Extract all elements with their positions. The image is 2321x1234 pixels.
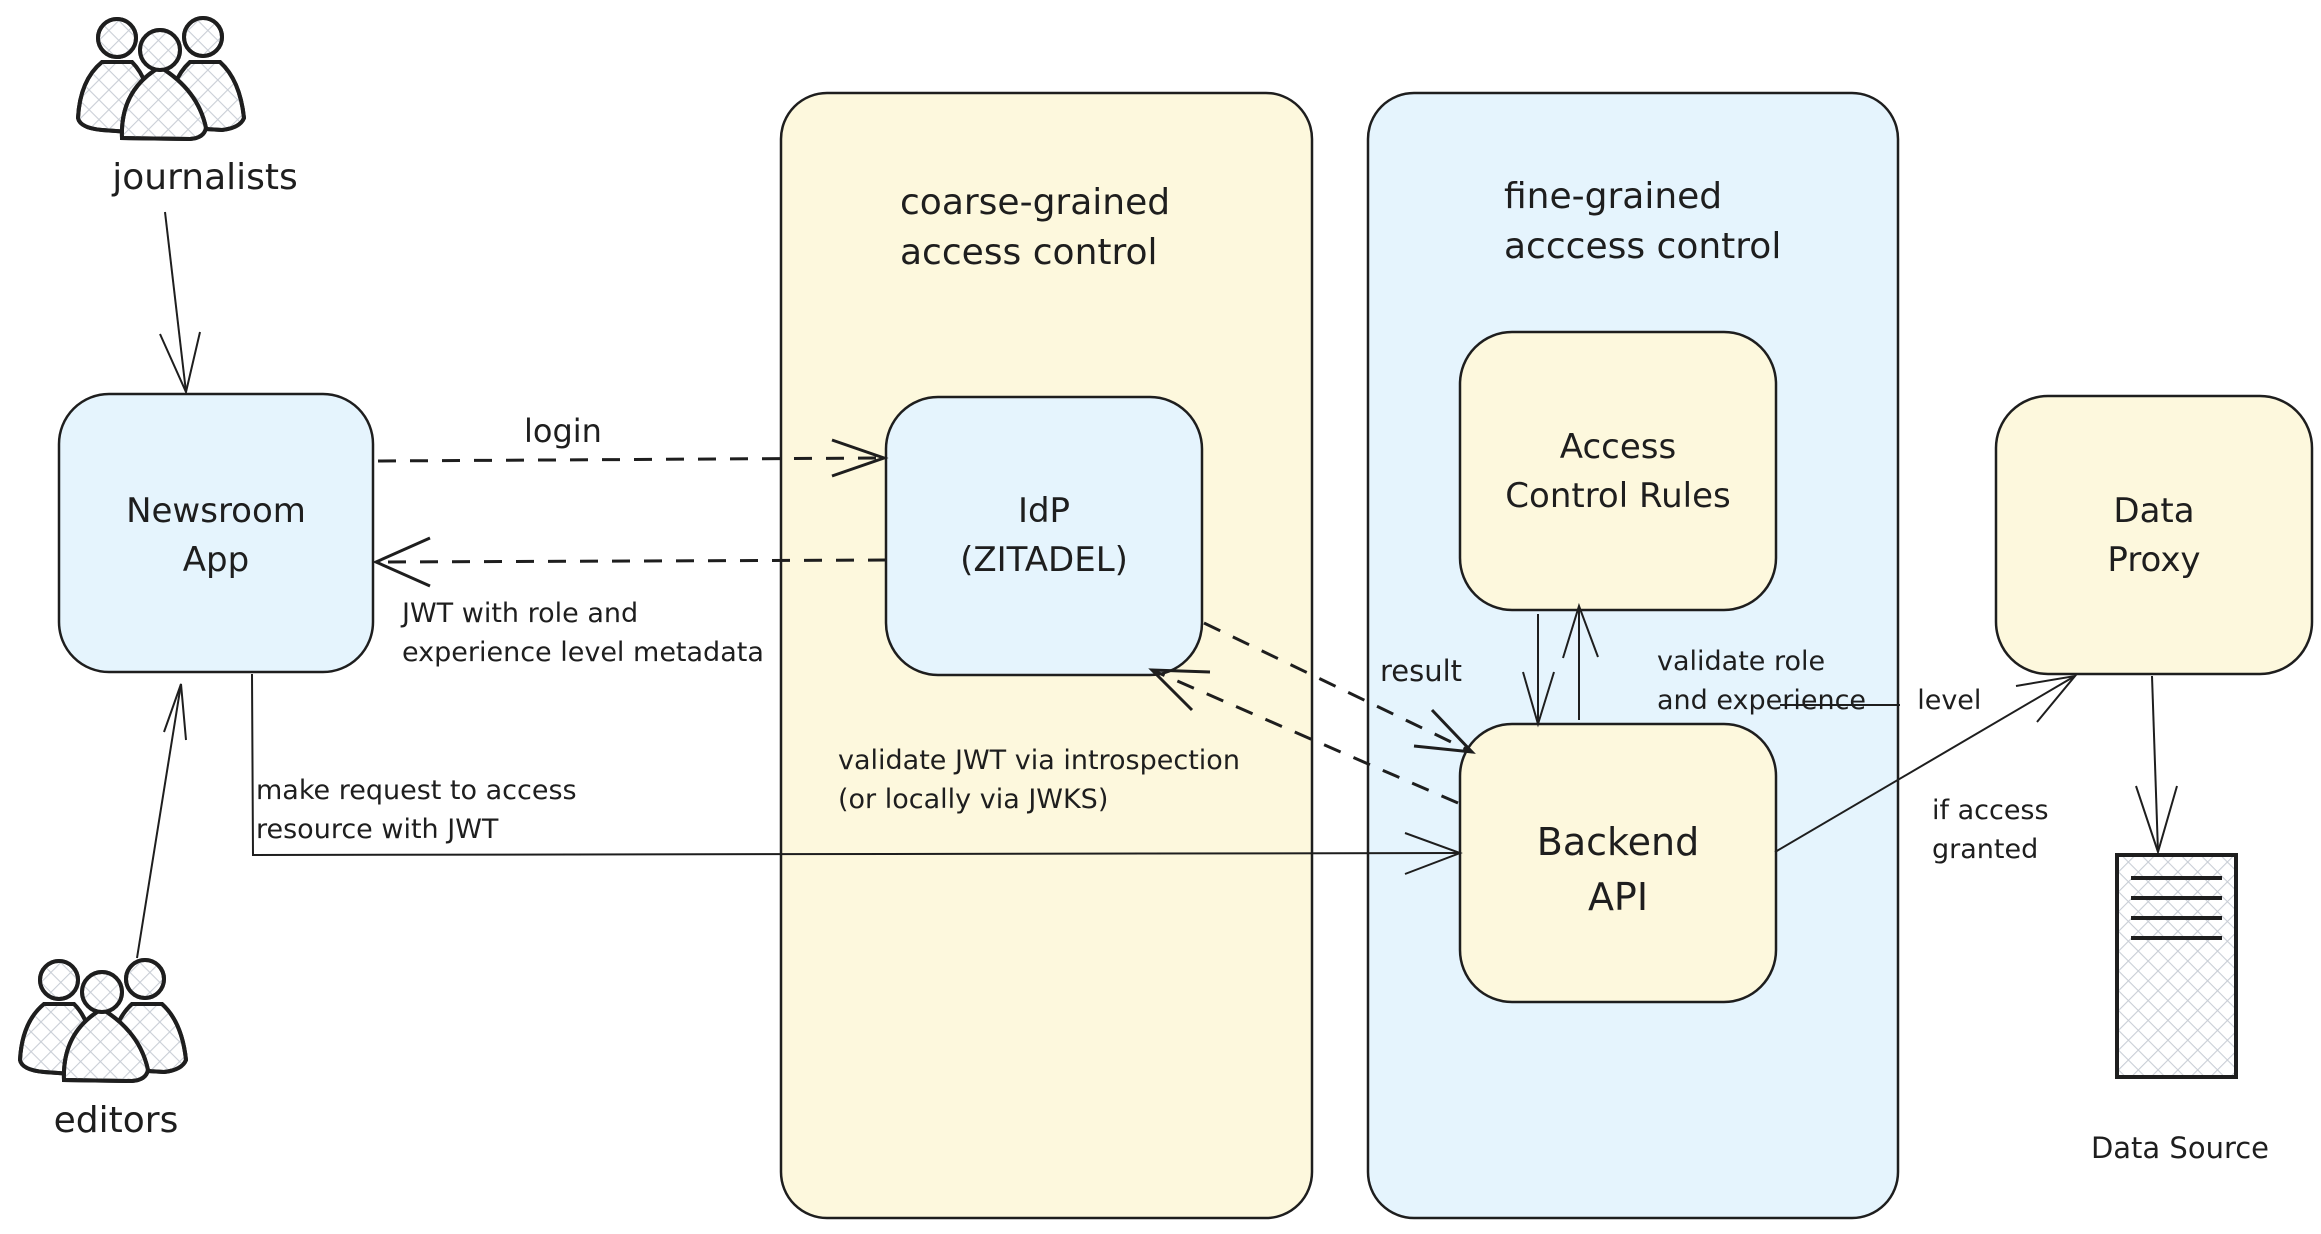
journalists-label: journalists [112,157,298,198]
edge-backend-to-proxy[interactable] [1774,674,2078,853]
edge-jwt-return-label-line1: JWT with role and [402,598,639,629]
node-backend-api[interactable] [1458,722,1778,1004]
node-rules-line2: Control Rules [1505,476,1731,517]
edge-backend-to-proxy-label-line1: if access [1932,795,2049,826]
node-proxy-line1: Data [2113,491,2195,531]
edge-jwt-return[interactable] [372,536,887,588]
node-proxy-line2: Proxy [2107,540,2201,581]
group-coarse-title-line1: coarse-grained [900,182,1171,223]
group-fine-title-line2: acccess control [1504,226,1782,268]
node-newsroom-app[interactable] [57,392,375,674]
edge-backend-to-proxy-label: if access granted [1932,791,2049,869]
editors-users-group-icon [17,958,189,1084]
edge-validate-jwt-label: validate JWT via introspection (or local… [838,741,1240,819]
edge-validate-role-label-line2: and experience level [1657,681,1981,720]
editors-label: editors [53,1100,179,1141]
data-source-server-icon [2115,853,2238,1079]
edge-validate-jwt-label-line2: (or locally via JWKS) [838,784,1109,816]
group-coarse-title-line2: access control [900,232,1158,274]
edge-jwt-return-label-line2: experience level metadata [402,637,764,669]
data-source-label: Data Source [2090,1131,2270,1165]
edge-validate-role-label-line2a: and experience [1657,685,1867,717]
edge-login-label: login [524,412,602,450]
edge-validate-jwt-label-line1: validate JWT via introspection [838,745,1240,776]
node-proxy-label: Data Proxy [1996,487,2312,586]
node-backend-line1: Backend [1536,820,1700,864]
edge-validate-role[interactable] [1562,602,1900,720]
node-idp-line1: IdP [1017,491,1071,531]
group-fine-title-line1: fine-grained [1504,176,1723,217]
node-rules-line1: Access [1559,427,1677,467]
journalists-users-group-icon [75,16,247,142]
group-fine-title: fine-grained acccess control [1504,172,1781,273]
edge-backend-to-proxy-label-line2: granted [1932,834,2039,866]
edge-proxy-to-datasource[interactable] [2135,675,2178,856]
edge-login[interactable] [377,438,889,478]
node-data-proxy[interactable] [1994,394,2314,676]
node-backend-label: Backend API [1460,815,1776,925]
edge-request[interactable] [251,673,1463,875]
edge-request-label-line1: make request to access [256,775,577,806]
node-idp-label: IdP (ZITADEL) [886,487,1202,586]
edge-validate-role-label-line1: validate role [1657,646,1826,677]
edge-jwt-return-label: JWT with role and experience level metad… [402,594,764,672]
edge-validate-role-label-line2b: level [1917,685,1982,717]
node-idp-zitadel[interactable] [884,395,1204,677]
node-newsroom-label: Newsroom App [59,487,373,586]
node-idp-line2: (ZITADEL) [960,540,1128,581]
node-rules-label: Access Control Rules [1460,423,1776,522]
node-backend-line2: API [1587,875,1649,920]
node-newsroom-line2: App [182,540,250,581]
group-coarse-title: coarse-grained access control [900,178,1170,279]
edge-request-label-line2: resource with JWT [256,814,499,846]
edge-validate-role-label: validate role and experience level [1657,642,1981,720]
node-access-control-rules[interactable] [1458,330,1778,612]
edge-journalists-to-newsroom[interactable] [159,211,201,396]
edge-editors-to-newsroom[interactable] [136,683,187,959]
edge-rules-to-backend[interactable] [1522,614,1555,728]
node-newsroom-line1: Newsroom [126,491,306,531]
edge-validate-jwt[interactable] [1148,668,1459,805]
edge-request-label: make request to access resource with JWT [256,771,577,849]
edge-result[interactable] [1203,621,1476,754]
edge-result-label: result [1380,654,1463,688]
